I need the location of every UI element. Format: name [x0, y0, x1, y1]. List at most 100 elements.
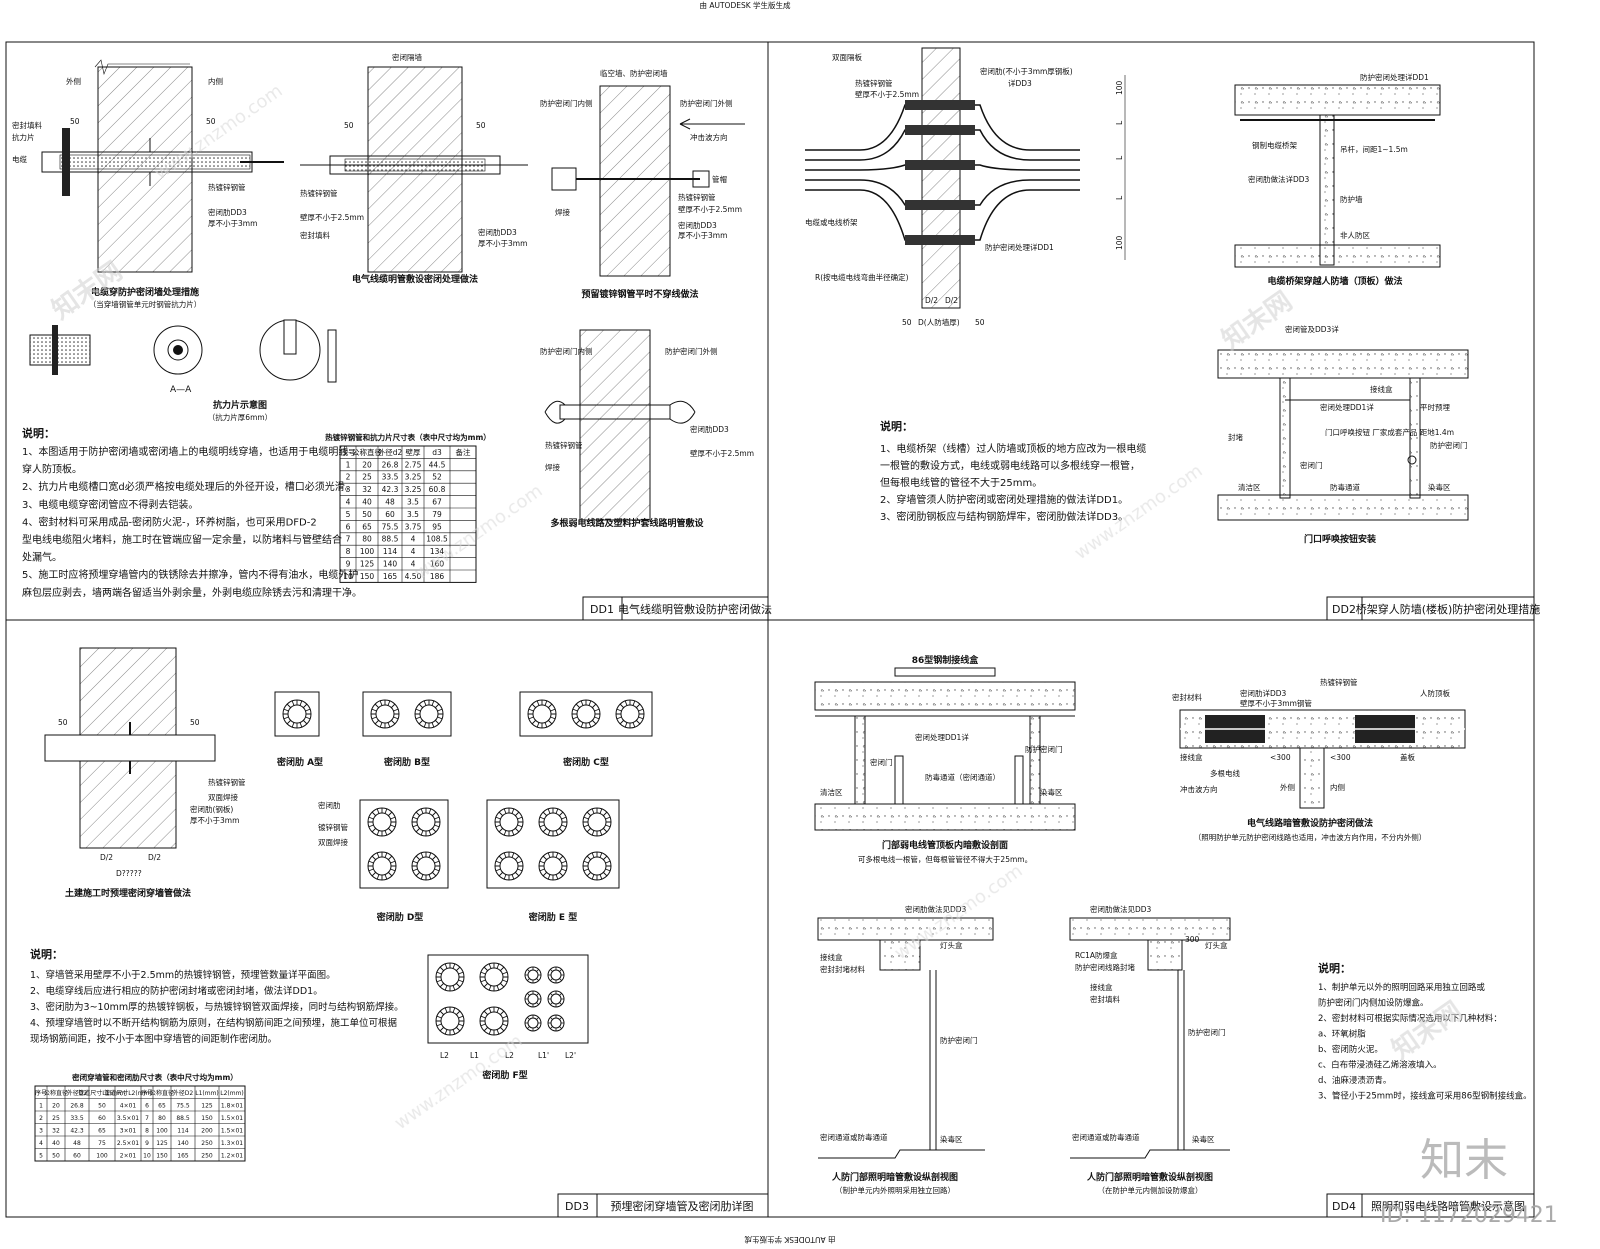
dd4-f2-lt300a: <300 [1270, 753, 1291, 762]
dd4-f4-dirty: 染毒区 [1192, 1134, 1215, 1144]
dd1-table-cell: 125 [360, 560, 375, 569]
dd2-f2-protect: 防护墙 [1340, 194, 1363, 204]
dd3-table-header-cell: 管道尺寸L2(mm) [104, 1089, 152, 1097]
dd1-table-cell: 2.75 [405, 460, 422, 469]
dd1-wall-label: 密闭隔墙 [392, 52, 422, 62]
dd1-table-header-cell: 公称直径 [352, 447, 382, 457]
dd1-table-cell: 75.5 [382, 522, 399, 531]
dd3-table-cell: 125 [201, 1103, 213, 1110]
dd1-fig3-wall [599, 85, 671, 277]
dd2-fig1-wall [921, 47, 961, 309]
dd1-note-line: 4、密封材料可采用成品-密闭防火泥-，环养树脂，也可采用DFD-2 [22, 515, 317, 528]
dd4-f3-light: 灯头盒 [940, 940, 963, 950]
dd3-table-cell: 40 [52, 1140, 60, 1147]
dd1-note-line: 1、本图适用于防护密闭墙或密闭墙上的电缆明线穿墙，也适用于电缆明线 [22, 445, 348, 458]
dd3-table-cell: 5 [39, 1153, 43, 1160]
dd3-table-header-cell: 公称直径 [44, 1089, 68, 1097]
dd1-protect-out-label: 防护密闭门外侧 [680, 98, 733, 108]
dd3-table-caption: 密闭穿墙管和密闭肋尺寸表（表中尺寸均为mm） [72, 1072, 238, 1082]
dd2-f3-zonec: 染毒区 [1428, 482, 1451, 492]
dd3-table-cell: 3×01 [120, 1128, 137, 1135]
dd4-note-line: 1、制护单元以外的照明回路采用独立回路或 [1318, 982, 1485, 993]
dd1-f4-wallthk: 壁厚不小于2.5mm [690, 448, 754, 458]
panel-dd3: 50 50 热镀锌钢管 双面焊接 密闭肋(钢板) 厚不小于3mm D/2 D/2… [30, 647, 769, 1218]
dd2-tray: 电缆或电线桥架 [805, 217, 858, 227]
rib-f-l1p: L1' [538, 1051, 549, 1060]
dd1-f2-wallthk-label: 壁厚不小于2.5mm [300, 212, 364, 222]
dd4-f4-zone: 密闭通道或防毒通道 [1072, 1132, 1140, 1142]
dd1-dim50-a: 50 [70, 117, 80, 126]
dd3-table-cell: 1 [39, 1103, 43, 1110]
dd3-table-cell: 100 [96, 1153, 108, 1160]
dd3-table-cell: 42.3 [70, 1128, 84, 1135]
dd3-table-cell: 7 [145, 1115, 149, 1122]
dd3-table-header-cell: 序号 [141, 1089, 153, 1097]
dd2-fig2-slab [1234, 84, 1441, 116]
dd4-f4-dim: 300 [1185, 935, 1200, 944]
dd4-f1-pdoor: 防护密闭门 [1025, 744, 1063, 754]
dd2-f3-flush: 平时预埋 [1420, 402, 1450, 412]
dd1-seal-rib-label: 密闭肋DD3 [208, 207, 247, 217]
dd3-table-header-cell: 公称直径 [150, 1089, 174, 1097]
dd3-table-header-cell: L2(mm) [220, 1090, 244, 1097]
dd3-table-cell: 1.5×01 [221, 1128, 243, 1135]
dd2-wallthk: 壁厚不小于2.5mm [855, 89, 919, 99]
dd2-d: D(人防墙厚) [918, 317, 960, 327]
dd1-table-header-cell: d3 [432, 448, 442, 457]
dd2-f3-dd1: 密闭处理DD1详 [1320, 402, 1374, 412]
dd4-fig4-slab [1069, 917, 1231, 941]
dd1-plate-section [153, 325, 203, 375]
dd4-note-line: 防护密闭门内侧加设防爆盒。 [1318, 998, 1429, 1009]
dd2-dim50b: 50 [975, 318, 985, 327]
dd2-f3-zonea: 清洁区 [1238, 482, 1261, 492]
dd3-table-cell: 33.5 [70, 1115, 84, 1122]
dd4-f2-inside: 内侧 [1330, 782, 1345, 792]
dd2-f3-door: 密闭门 [1300, 460, 1323, 470]
dd4-f2-shock: 冲击波方向 [1180, 784, 1218, 794]
dd1-table-cell: 4.50 [405, 572, 422, 581]
dd3-code: DD3 [565, 1200, 589, 1213]
dd1-table-cell: 3 [346, 485, 351, 494]
dd2-f3-button: 门口呼唤按钮 厂家成套产品 距地1.4m [1325, 427, 1454, 437]
dd3-f1-d2b: D/2 [148, 853, 161, 862]
dd1-table-cell: 4 [346, 498, 351, 507]
dd3-table-cell: 140 [177, 1140, 189, 1147]
dd4-f4-box: 接线盒 [1090, 982, 1113, 992]
dd1-seal-fill-label: 密封填料 [12, 120, 42, 130]
dd3-table-cell: 100 [156, 1128, 168, 1135]
dd4-f2-outside: 外侧 [1280, 782, 1295, 792]
dd1-table-cell: 4 [411, 560, 416, 569]
dd4-f2-junction: 接线盒 [1180, 752, 1203, 762]
dd1-shock-label: 冲击波方向 [690, 132, 728, 142]
dd2-note-line: 2、穿墙管须人防护密闭或密闭处理措施的做法详DD1。 [880, 493, 1128, 506]
dd1-note-line: 3、电缆电缆穿密闭管应不得剥去铠装。 [22, 498, 198, 511]
dd1-f2-sleeve-label: 热镀锌钢管 [300, 188, 338, 198]
dd4-title: 照明和弱电线路暗管敷设示意图 [1371, 1199, 1525, 1213]
dd1-fig1-title: 电缆穿防护密闭墙处理措施 [91, 286, 199, 298]
dd4-f1-door: 密闭门 [870, 757, 893, 767]
dd3-note-line: 4、预埋穿墙管时以不断开结构钢筋为原则，在结构钢筋间距之间预埋，施工单位可根据 [30, 1017, 398, 1029]
rib-b-label: 密闭肋 B型 [383, 756, 430, 768]
dd1-note-line: 2、抗力片电缆槽口宽d必须严格按电缆处理后的外径开设，槽口必须光滑。 [22, 480, 355, 493]
dd3-table-cell: 1.8×01 [221, 1103, 243, 1110]
dd3-notes-title: 说明： [30, 947, 63, 961]
rib-f-label: 密闭肋 F型 [481, 1069, 527, 1081]
dd1-notes: 1、本图适用于防护密闭墙或密闭墙上的电缆明线穿墙，也适用于电缆明线 穿人防顶板。… [22, 445, 362, 599]
dd3-table-cell: 3 [39, 1128, 43, 1135]
rib-f-l1: L1 [470, 1051, 479, 1060]
wm-5: 知末网 [1217, 286, 1298, 355]
dd4-f2-thk: 壁厚不小于3mm钢管 [1240, 698, 1312, 708]
dd1-table-cell: 4 [411, 535, 416, 544]
dd2-f3-dd3: 密闭管及DD3详 [1285, 324, 1339, 334]
dd1-table-cell: 186 [430, 572, 445, 581]
dd1-fig1-wall [97, 66, 193, 273]
dd3-f1-thk: 厚不小于3mm [190, 816, 239, 825]
dd4-fig3-sub: （制护单元内外照明采用独立回路） [835, 1185, 955, 1195]
dd4-fig3-title: 人防门部照明暗管敷设纵剖视图 [831, 1171, 958, 1183]
dd1-note-line: 处漏气。 [22, 551, 62, 564]
dd1-table-header-cell: 备注 [456, 447, 471, 457]
dd4-f4-seal: 密封填料 [1090, 994, 1120, 1004]
dd3-dim50b: 50 [190, 718, 200, 727]
dd1-table-cell: 33.5 [382, 473, 399, 482]
